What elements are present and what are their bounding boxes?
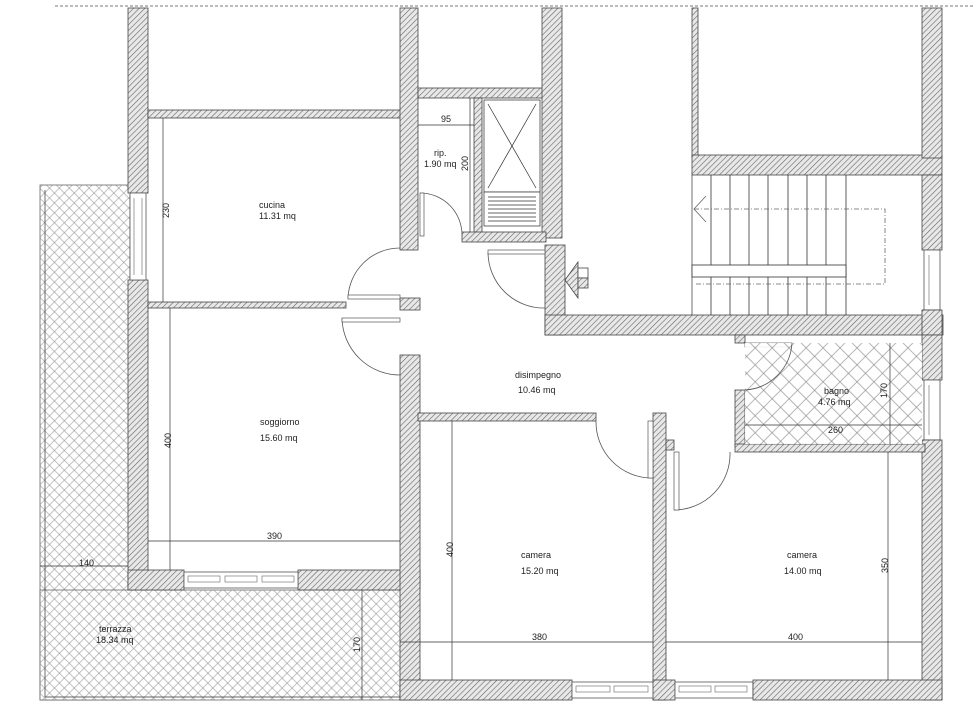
svg-text:15.60 mq: 15.60 mq — [260, 433, 298, 443]
svg-text:cucina: cucina — [259, 200, 285, 210]
window-cucina — [129, 192, 147, 281]
room-label-cucina: cucina 11.31 mq — [259, 200, 296, 221]
svg-text:15.20 mq: 15.20 mq — [521, 566, 559, 576]
dim-rip-width: 95 — [441, 114, 451, 124]
dim-bagno-width: 260 — [828, 425, 843, 435]
staircase — [691, 175, 886, 315]
svg-text:1.90 mq: 1.90 mq — [424, 159, 457, 169]
window-bagno — [923, 379, 941, 441]
dimension-lines — [148, 98, 922, 680]
svg-text:camera: camera — [521, 550, 551, 560]
room-label-disimpegno: disimpegno 10.46 mq — [515, 370, 561, 395]
svg-text:soggiorno: soggiorno — [260, 417, 300, 427]
dim-camera1-width: 380 — [532, 632, 547, 642]
svg-text:10.46 mq: 10.46 mq — [518, 385, 556, 395]
svg-text:4.76 mq: 4.76 mq — [818, 397, 851, 407]
window-soggiorno — [183, 571, 299, 589]
room-label-terrazza: terrazza 18.34 mq — [96, 624, 134, 645]
bagno-floor — [745, 343, 922, 444]
room-label-camera-2: camera 14.00 mq — [784, 550, 822, 576]
walls — [127, 7, 944, 701]
svg-text:14.00 mq: 14.00 mq — [784, 566, 822, 576]
window-camera1 — [571, 681, 655, 699]
dim-terrazza-width: 140 — [79, 558, 94, 568]
svg-text:11.31 mq: 11.31 mq — [259, 211, 296, 221]
dim-camera1-height: 400 — [445, 542, 455, 557]
dim-camera2-width: 400 — [788, 632, 803, 642]
room-label-bagno: bagno 4.76 mq — [818, 386, 851, 407]
dim-camera2-height: 350 — [880, 558, 890, 573]
dim-soggiorno-height: 400 — [163, 433, 173, 448]
svg-text:bagno: bagno — [824, 386, 849, 396]
dim-terrazza-height: 170 — [352, 637, 362, 652]
room-label-soggiorno: soggiorno 15.60 mq — [260, 417, 300, 443]
dim-bagno-height: 170 — [879, 383, 889, 398]
entrance-arrow-icon — [564, 260, 589, 300]
room-label-ripostiglio: rip. 1.90 mq — [424, 148, 457, 169]
svg-text:disimpegno: disimpegno — [515, 370, 561, 380]
window-stair — [923, 249, 941, 311]
dim-rip-height: 200 — [460, 156, 470, 171]
svg-text:camera: camera — [787, 550, 817, 560]
svg-text:18.34 mq: 18.34 mq — [96, 635, 134, 645]
svg-text:rip.: rip. — [434, 148, 447, 158]
window-camera2 — [674, 681, 754, 699]
dim-soggiorno-width: 390 — [267, 531, 282, 541]
svg-text:terrazza: terrazza — [99, 624, 132, 634]
dim-cucina-height: 230 — [161, 203, 171, 218]
terrazza-area — [39, 184, 403, 701]
room-label-camera-1: camera 15.20 mq — [521, 550, 559, 576]
